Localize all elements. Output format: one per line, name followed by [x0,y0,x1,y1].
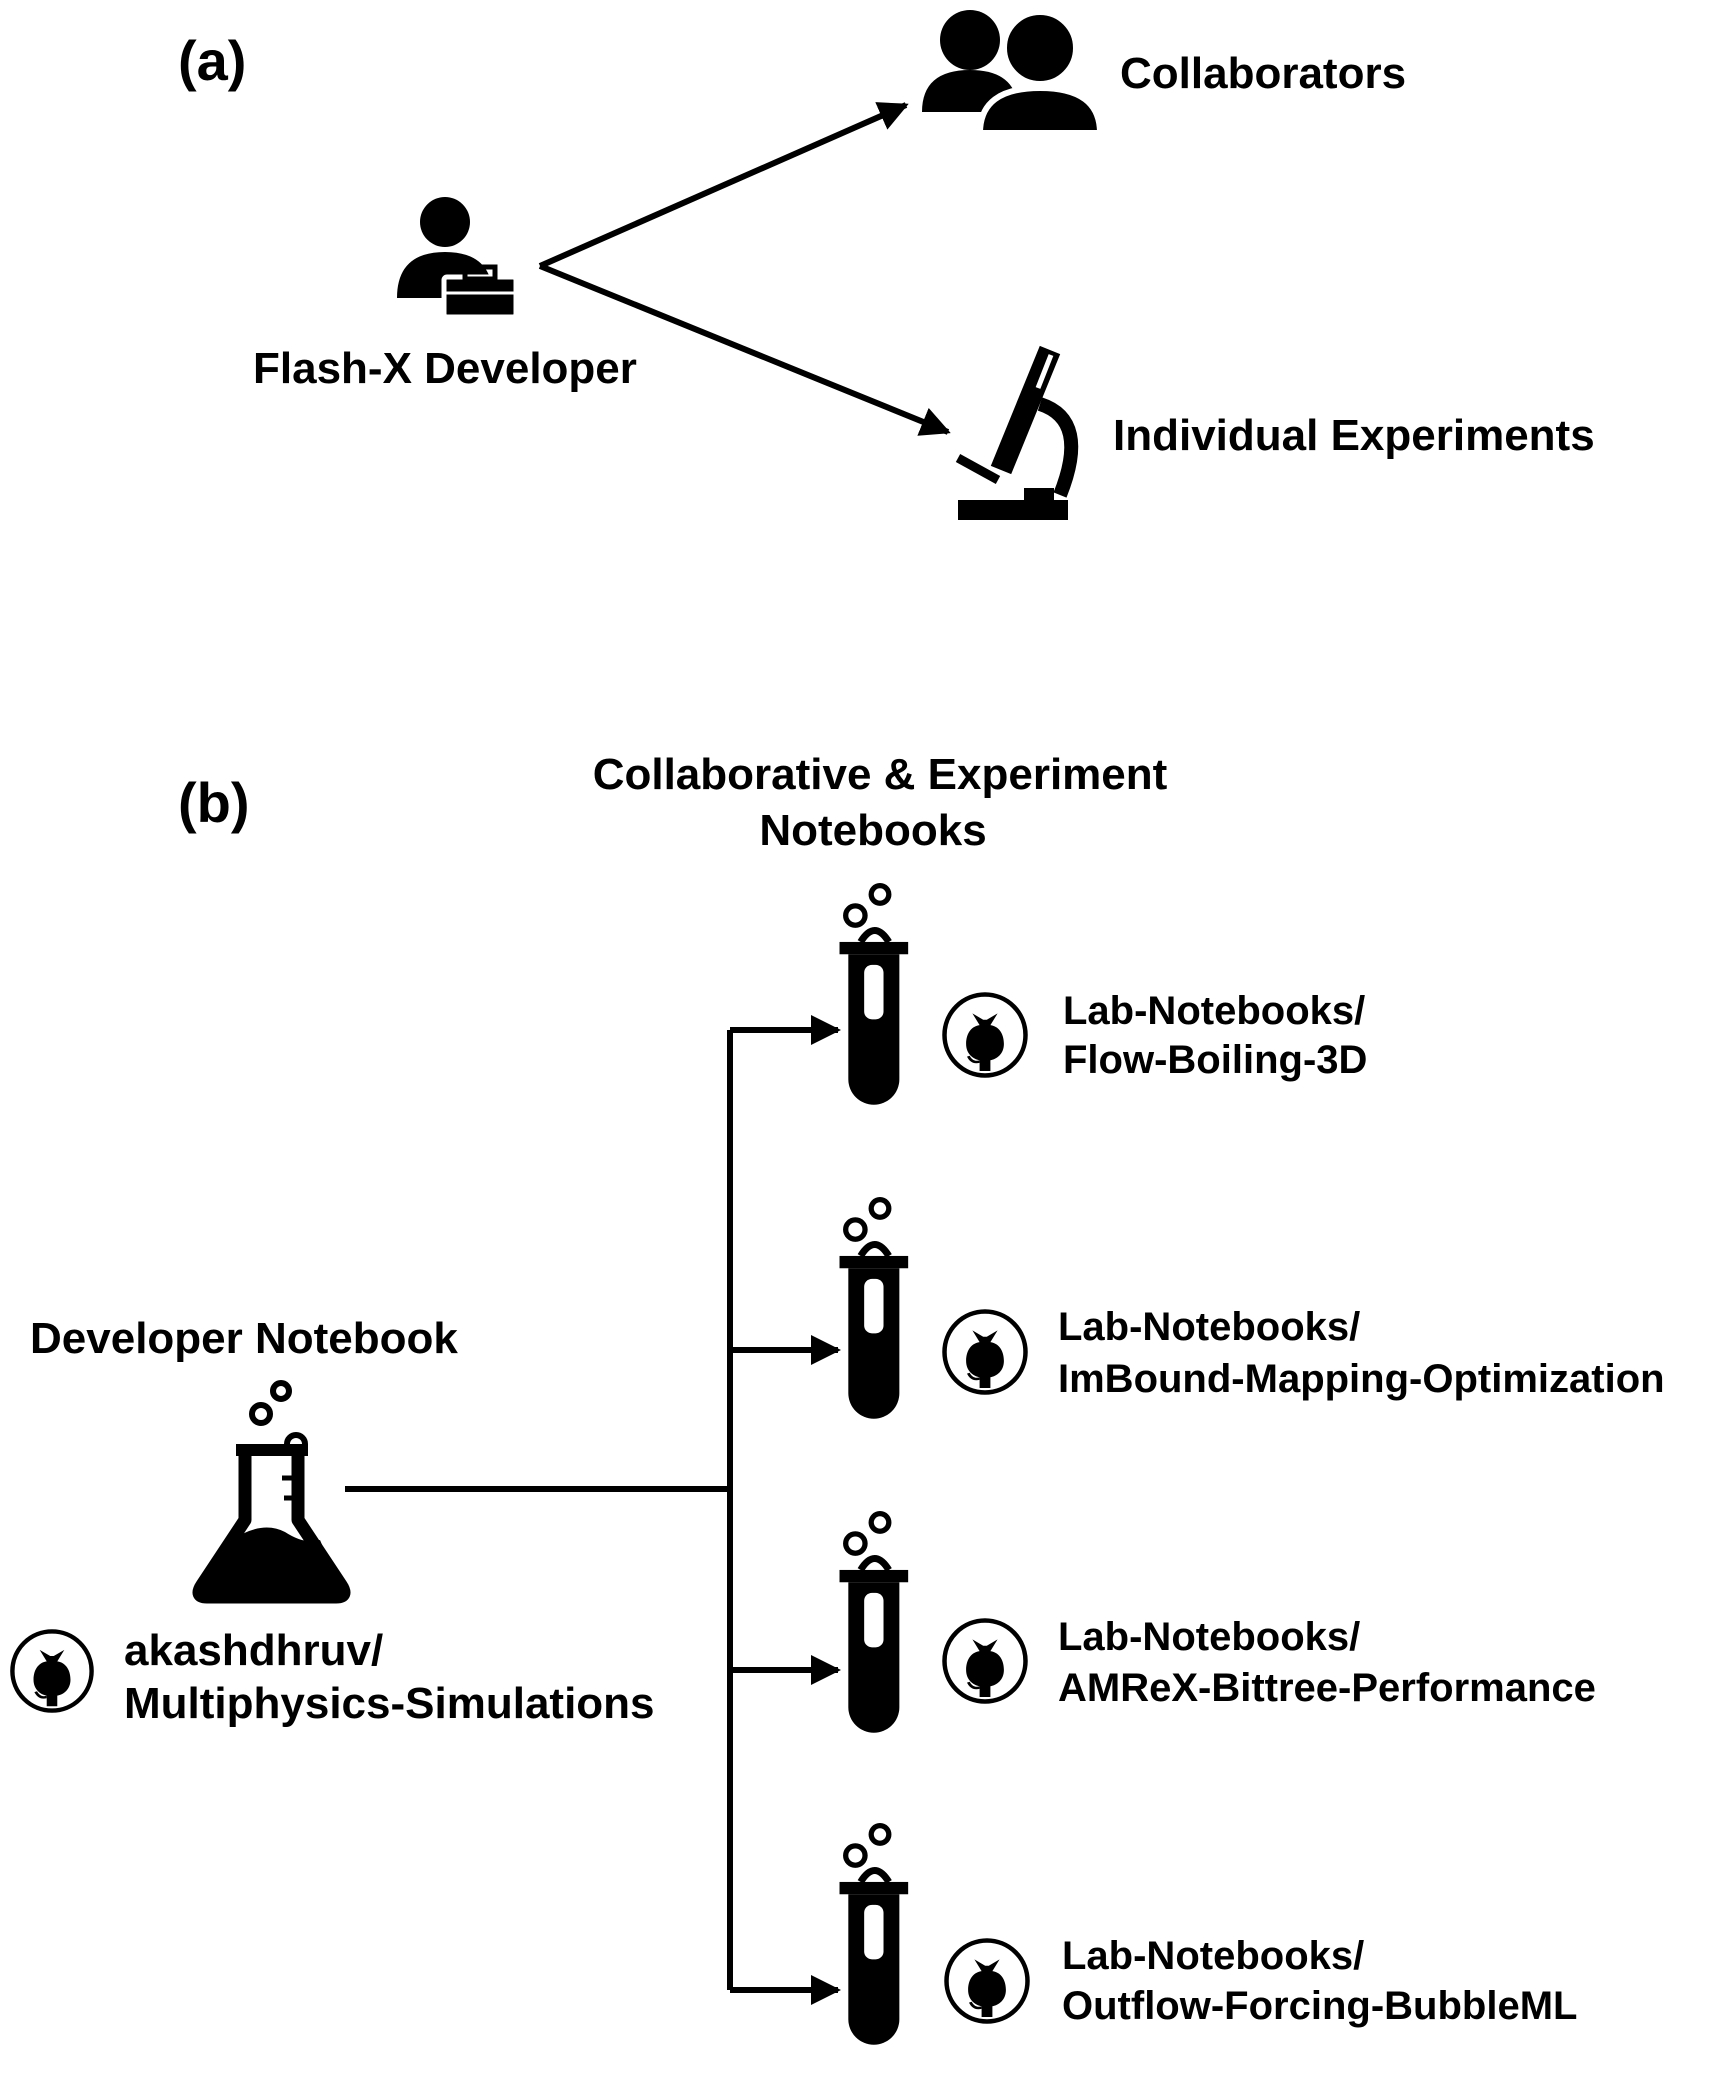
github-icon [945,1312,1026,1393]
test-tube-icon [840,1826,909,2045]
collaborators-label: Collaborators [1120,49,1406,98]
test-tube-icon [840,886,909,1105]
notebooks-heading-line1: Collaborative & Experiment [593,750,1168,799]
developer-label: Flash-X Developer [253,344,637,393]
notebook-repo-line1: Lab-Notebooks/ [1058,1615,1360,1659]
notebook-item: Lab-Notebooks/ Flow-Boiling-3D [840,886,1367,1105]
test-tube-icon [840,1514,909,1733]
arrow-to-collaborators [538,102,909,269]
notebook-item: Lab-Notebooks/ AMReX-Bittree-Performance [840,1514,1596,1733]
github-icon [12,1631,91,1710]
notebook-repo-line1: Lab-Notebooks/ [1062,1934,1364,1978]
notebook-item: Lab-Notebooks/ ImBound-Mapping-Optimizat… [840,1200,1665,1419]
experiments-label: Individual Experiments [1113,411,1595,460]
notebook-repo-line2: Flow-Boiling-3D [1063,1038,1367,1082]
microscope-icon [955,345,1079,520]
github-icon [945,1621,1026,1702]
notebook-item: Lab-Notebooks/ Outflow-Forcing-BubbleML [840,1826,1577,2045]
github-icon [945,995,1026,1076]
notebook-repo-line2: Outflow-Forcing-BubbleML [1062,1984,1577,2028]
notebook-repo-line1: Lab-Notebooks/ [1063,989,1365,1033]
notebook-repo-line1: Lab-Notebooks/ [1058,1305,1360,1349]
notebook-repo-line2: AMReX-Bittree-Performance [1058,1666,1596,1710]
notebooks-heading-line2: Notebooks [759,806,986,855]
panel-a-label: (a) [178,29,246,92]
github-icon [947,1941,1028,2022]
flask-icon [192,1380,351,1604]
test-tube-icon [840,1200,909,1419]
arrow-to-experiments [538,263,951,436]
developer-notebook-title: Developer Notebook [30,1314,458,1363]
users-group-icon [922,9,1104,136]
developer-repo-line1: akashdhruv/ [124,1626,383,1675]
developer-repo-line2: Multiphysics-Simulations [124,1679,655,1728]
person-with-toolbox-icon [397,197,519,320]
panel-b-label: (b) [178,771,250,834]
connector-tree [345,1030,733,1990]
notebook-repo-line2: ImBound-Mapping-Optimization [1058,1357,1665,1401]
